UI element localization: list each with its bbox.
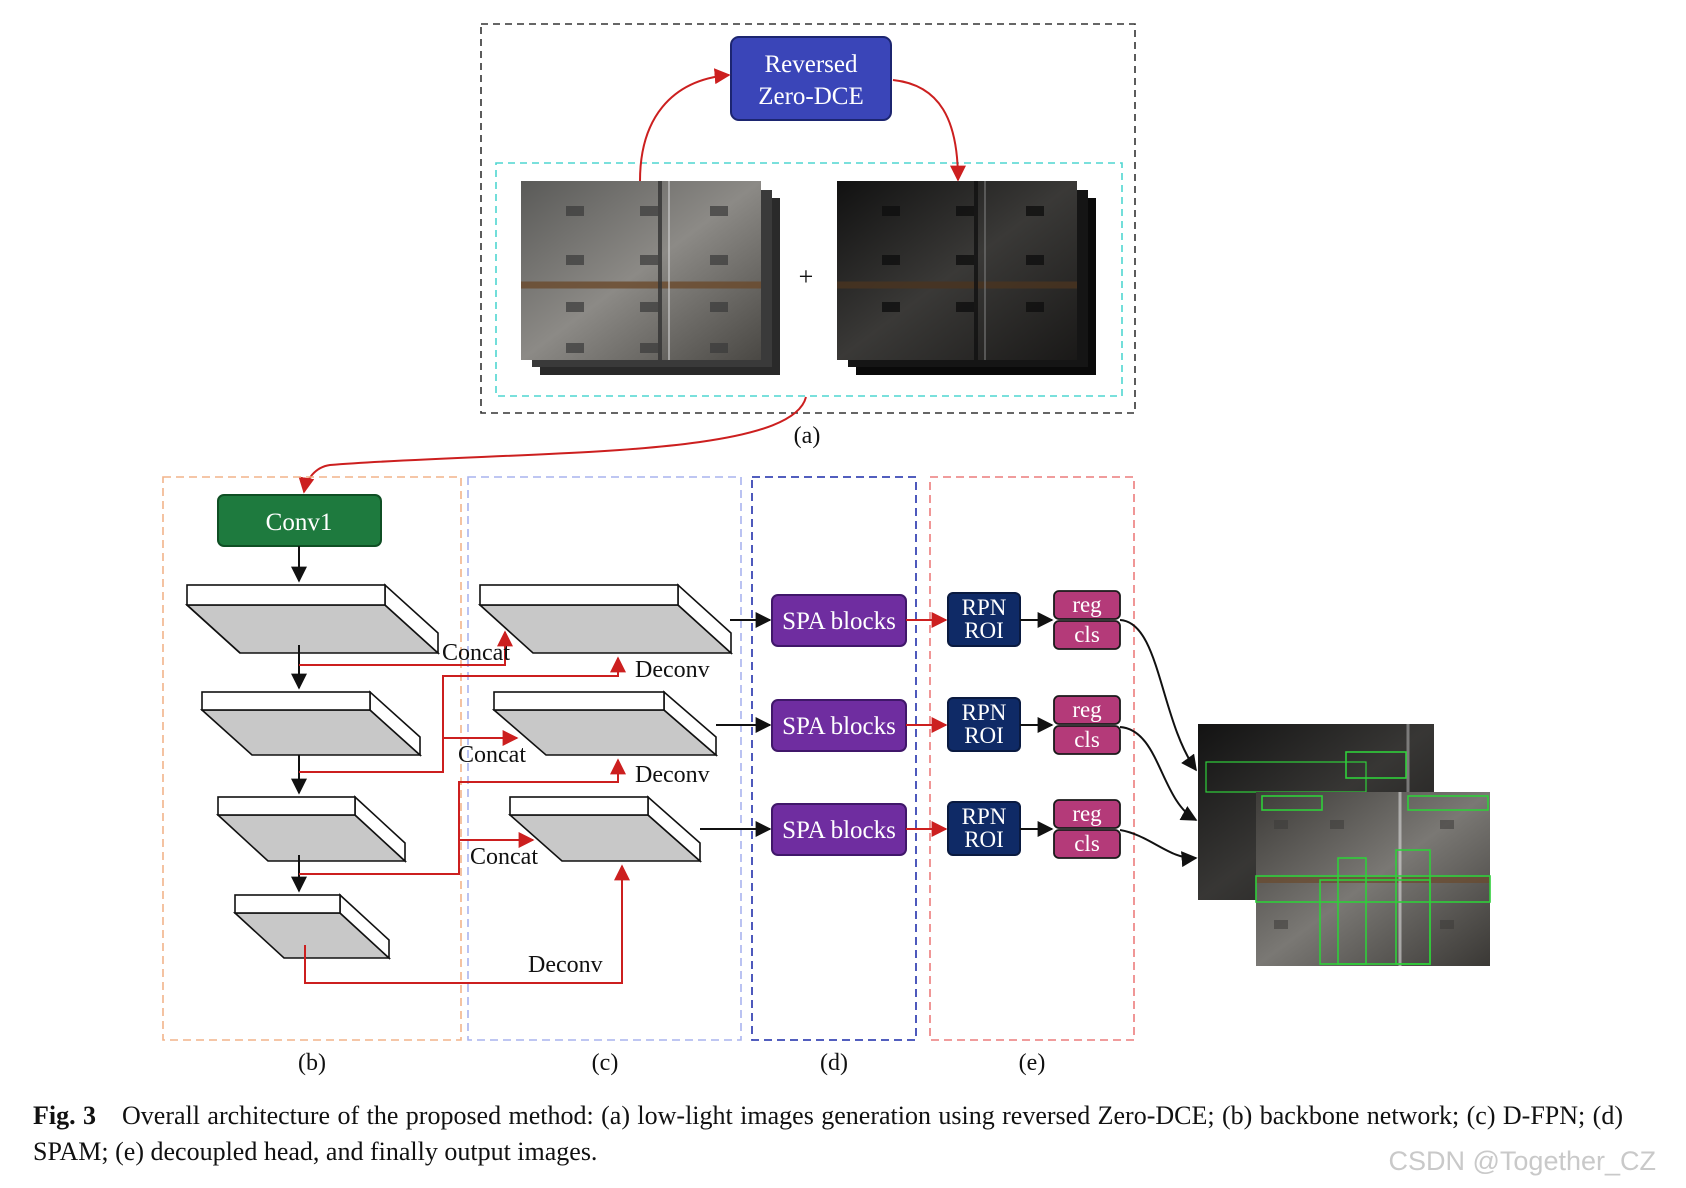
panel-e-border — [929, 476, 1135, 1041]
cls-label-1: cls — [1074, 622, 1100, 647]
panel-d-border — [751, 476, 917, 1041]
concat-connection-2 — [299, 656, 626, 773]
concat-label-2: Concat — [458, 742, 526, 768]
dfpn-layer-3 — [507, 795, 703, 863]
dfpn-layer-2 — [491, 690, 719, 757]
concat-label-1: Concat — [442, 640, 510, 666]
rpn-label-1: RPN — [962, 595, 1007, 620]
reg-label-1: reg — [1072, 592, 1102, 617]
panel-e-label: (e) — [1019, 1050, 1046, 1076]
arrow-head2-to-output — [1119, 726, 1198, 821]
spa-block-2: SPA blocks — [771, 699, 907, 752]
low-light-image-stack — [837, 181, 1096, 375]
roi-label-3: ROI — [964, 827, 1004, 852]
conv1-label: Conv1 — [266, 509, 333, 536]
cls-label-3: cls — [1074, 831, 1100, 856]
reversed-zero-dce-line1: Reversed — [764, 51, 858, 78]
plus-sign: + — [799, 262, 814, 291]
arrow-from-zero-dce — [892, 79, 966, 182]
backbone-layer-3 — [215, 795, 408, 863]
decoupled-head-3: reg cls — [1053, 799, 1121, 859]
rpn-label-3: RPN — [962, 804, 1007, 829]
deconv-connection-bottom — [304, 864, 630, 984]
spa-label-3: SPA blocks — [782, 817, 896, 844]
rpn-roi-block-3: RPN ROI — [947, 801, 1021, 856]
conv1-block: Conv1 — [217, 494, 382, 547]
reg-label-3: reg — [1072, 801, 1102, 826]
backbone-layer-4 — [232, 893, 392, 960]
arrow-head1-to-output — [1119, 619, 1197, 772]
rpn-label-2: RPN — [962, 700, 1007, 725]
decoupled-head-2: reg cls — [1053, 695, 1121, 755]
panel-a-inner-border — [495, 162, 1123, 397]
spa-block-3: SPA blocks — [771, 803, 907, 856]
spa-label-2: SPA blocks — [782, 713, 896, 740]
arrow-head3-to-output — [1119, 829, 1198, 868]
figure-number: Fig. 3 — [33, 1101, 97, 1130]
deconv-label-1: Deconv — [635, 657, 710, 683]
arrow-a-to-conv1 — [298, 396, 807, 494]
detected-output-front — [1255, 792, 1491, 966]
rpn-roi-block-1: RPN ROI — [947, 592, 1021, 647]
watermark: CSDN @Together_CZ — [1388, 1146, 1657, 1176]
reg-label-2: reg — [1072, 697, 1102, 722]
rpn-roi-block-2: RPN ROI — [947, 697, 1021, 752]
panel-a-label: (a) — [794, 423, 821, 449]
original-image-stack — [521, 181, 780, 375]
reversed-zero-dce-block: Reversed Zero-DCE — [730, 36, 892, 121]
backbone-layer-2 — [199, 690, 423, 757]
spa-block-1: SPA blocks — [771, 594, 907, 647]
dfpn-layer-1 — [477, 583, 734, 655]
cls-label-2: cls — [1074, 727, 1100, 752]
decoupled-head-1: reg cls — [1053, 590, 1121, 650]
concat-connection-1 — [299, 630, 513, 666]
panel-b-border — [162, 476, 462, 1041]
panel-a-border — [480, 23, 1136, 414]
deconv-label-3: Deconv — [528, 952, 603, 978]
spa-label-1: SPA blocks — [782, 608, 896, 635]
roi-label-2: ROI — [964, 723, 1004, 748]
panel-d-label: (d) — [820, 1050, 848, 1076]
caption-text: Overall architecture of the proposed met… — [33, 1101, 1623, 1166]
roi-label-1: ROI — [964, 618, 1004, 643]
panel-c-label: (c) — [592, 1050, 619, 1076]
concat-label-3: Concat — [470, 844, 538, 870]
arrow-to-zero-dce — [639, 68, 731, 182]
deconv-label-2: Deconv — [635, 762, 710, 788]
panel-b-label: (b) — [298, 1050, 326, 1076]
backbone-layer-1 — [184, 583, 441, 655]
concat-connection-3 — [299, 758, 626, 875]
reversed-zero-dce-line2: Zero-DCE — [758, 83, 864, 110]
panel-c-border — [467, 476, 742, 1041]
